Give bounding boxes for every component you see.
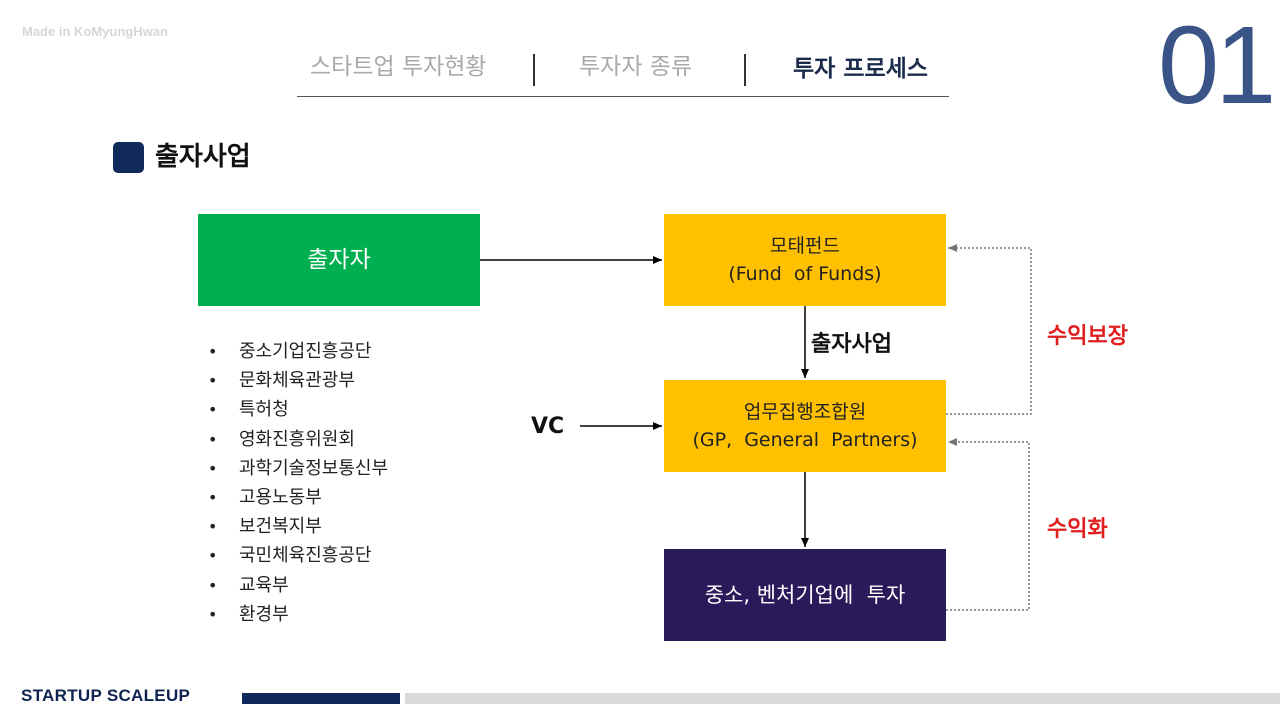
fof-box-subtitle: (Fund of Funds) <box>728 263 882 285</box>
venture-investment-box: 중소, 벤처기업에 투자 <box>664 549 946 641</box>
program-label: 출자사업 <box>811 332 892 357</box>
list-item: 교육부 <box>208 571 388 600</box>
list-item: 특허청 <box>208 395 388 424</box>
section-title: 출자사업 <box>155 142 251 172</box>
list-item: 문화체육관광부 <box>208 366 388 395</box>
top-navigation: 스타트업 투자현황 투자자 종류 투자 프로세스 <box>297 50 949 97</box>
return-guarantee-label: 수익보장 <box>1047 324 1128 349</box>
gp-box-title: 업무집행조합원 <box>743 401 867 423</box>
tab-investment-process[interactable]: 투자 프로세스 <box>793 56 928 82</box>
general-partners-box: 업무집행조합원 (GP, General Partners) <box>664 380 946 472</box>
footer-title: STARTUP SCALEUP <box>21 686 191 705</box>
gp-box-subtitle: (GP, General Partners) <box>692 429 918 451</box>
investor-box: 출자자 <box>198 214 480 306</box>
tab-investor-types[interactable]: 투자자 종류 <box>579 54 693 80</box>
list-item: 고용노동부 <box>208 483 388 512</box>
monetization-label: 수익화 <box>1047 517 1108 542</box>
venture-box-label: 중소, 벤처기업에 투자 <box>704 583 906 607</box>
section-marker-square <box>113 142 144 173</box>
investor-box-label: 출자자 <box>307 247 371 273</box>
watermark: Made in KoMyungHwan <box>22 24 168 39</box>
dotted-arrow-return-guarantee <box>946 244 1032 415</box>
fof-box-title: 모태펀드 <box>770 235 840 257</box>
footer-progress-bar-dark <box>242 693 400 704</box>
tab-startup-investment-status[interactable]: 스타트업 투자현황 <box>310 54 487 80</box>
vc-label: VC <box>531 414 565 439</box>
dotted-arrow-monetization <box>946 438 1030 611</box>
slide-number: 01 <box>1158 4 1276 127</box>
list-item: 영화진흥위원회 <box>208 425 388 454</box>
list-item: 환경부 <box>208 600 388 629</box>
footer-progress-bar-light <box>405 693 1280 704</box>
list-item: 국민체육진흥공단 <box>208 541 388 570</box>
list-item: 중소기업진흥공단 <box>208 337 388 366</box>
investor-list: 중소기업진흥공단 문화체육관광부 특허청 영화진흥위원회 과학기술정보통신부 고… <box>208 337 388 629</box>
list-item: 보건복지부 <box>208 512 388 541</box>
tab-divider <box>744 54 746 86</box>
fund-of-funds-box: 모태펀드 (Fund of Funds) <box>664 214 946 306</box>
list-item: 과학기술정보통신부 <box>208 454 388 483</box>
tab-divider <box>533 54 535 86</box>
